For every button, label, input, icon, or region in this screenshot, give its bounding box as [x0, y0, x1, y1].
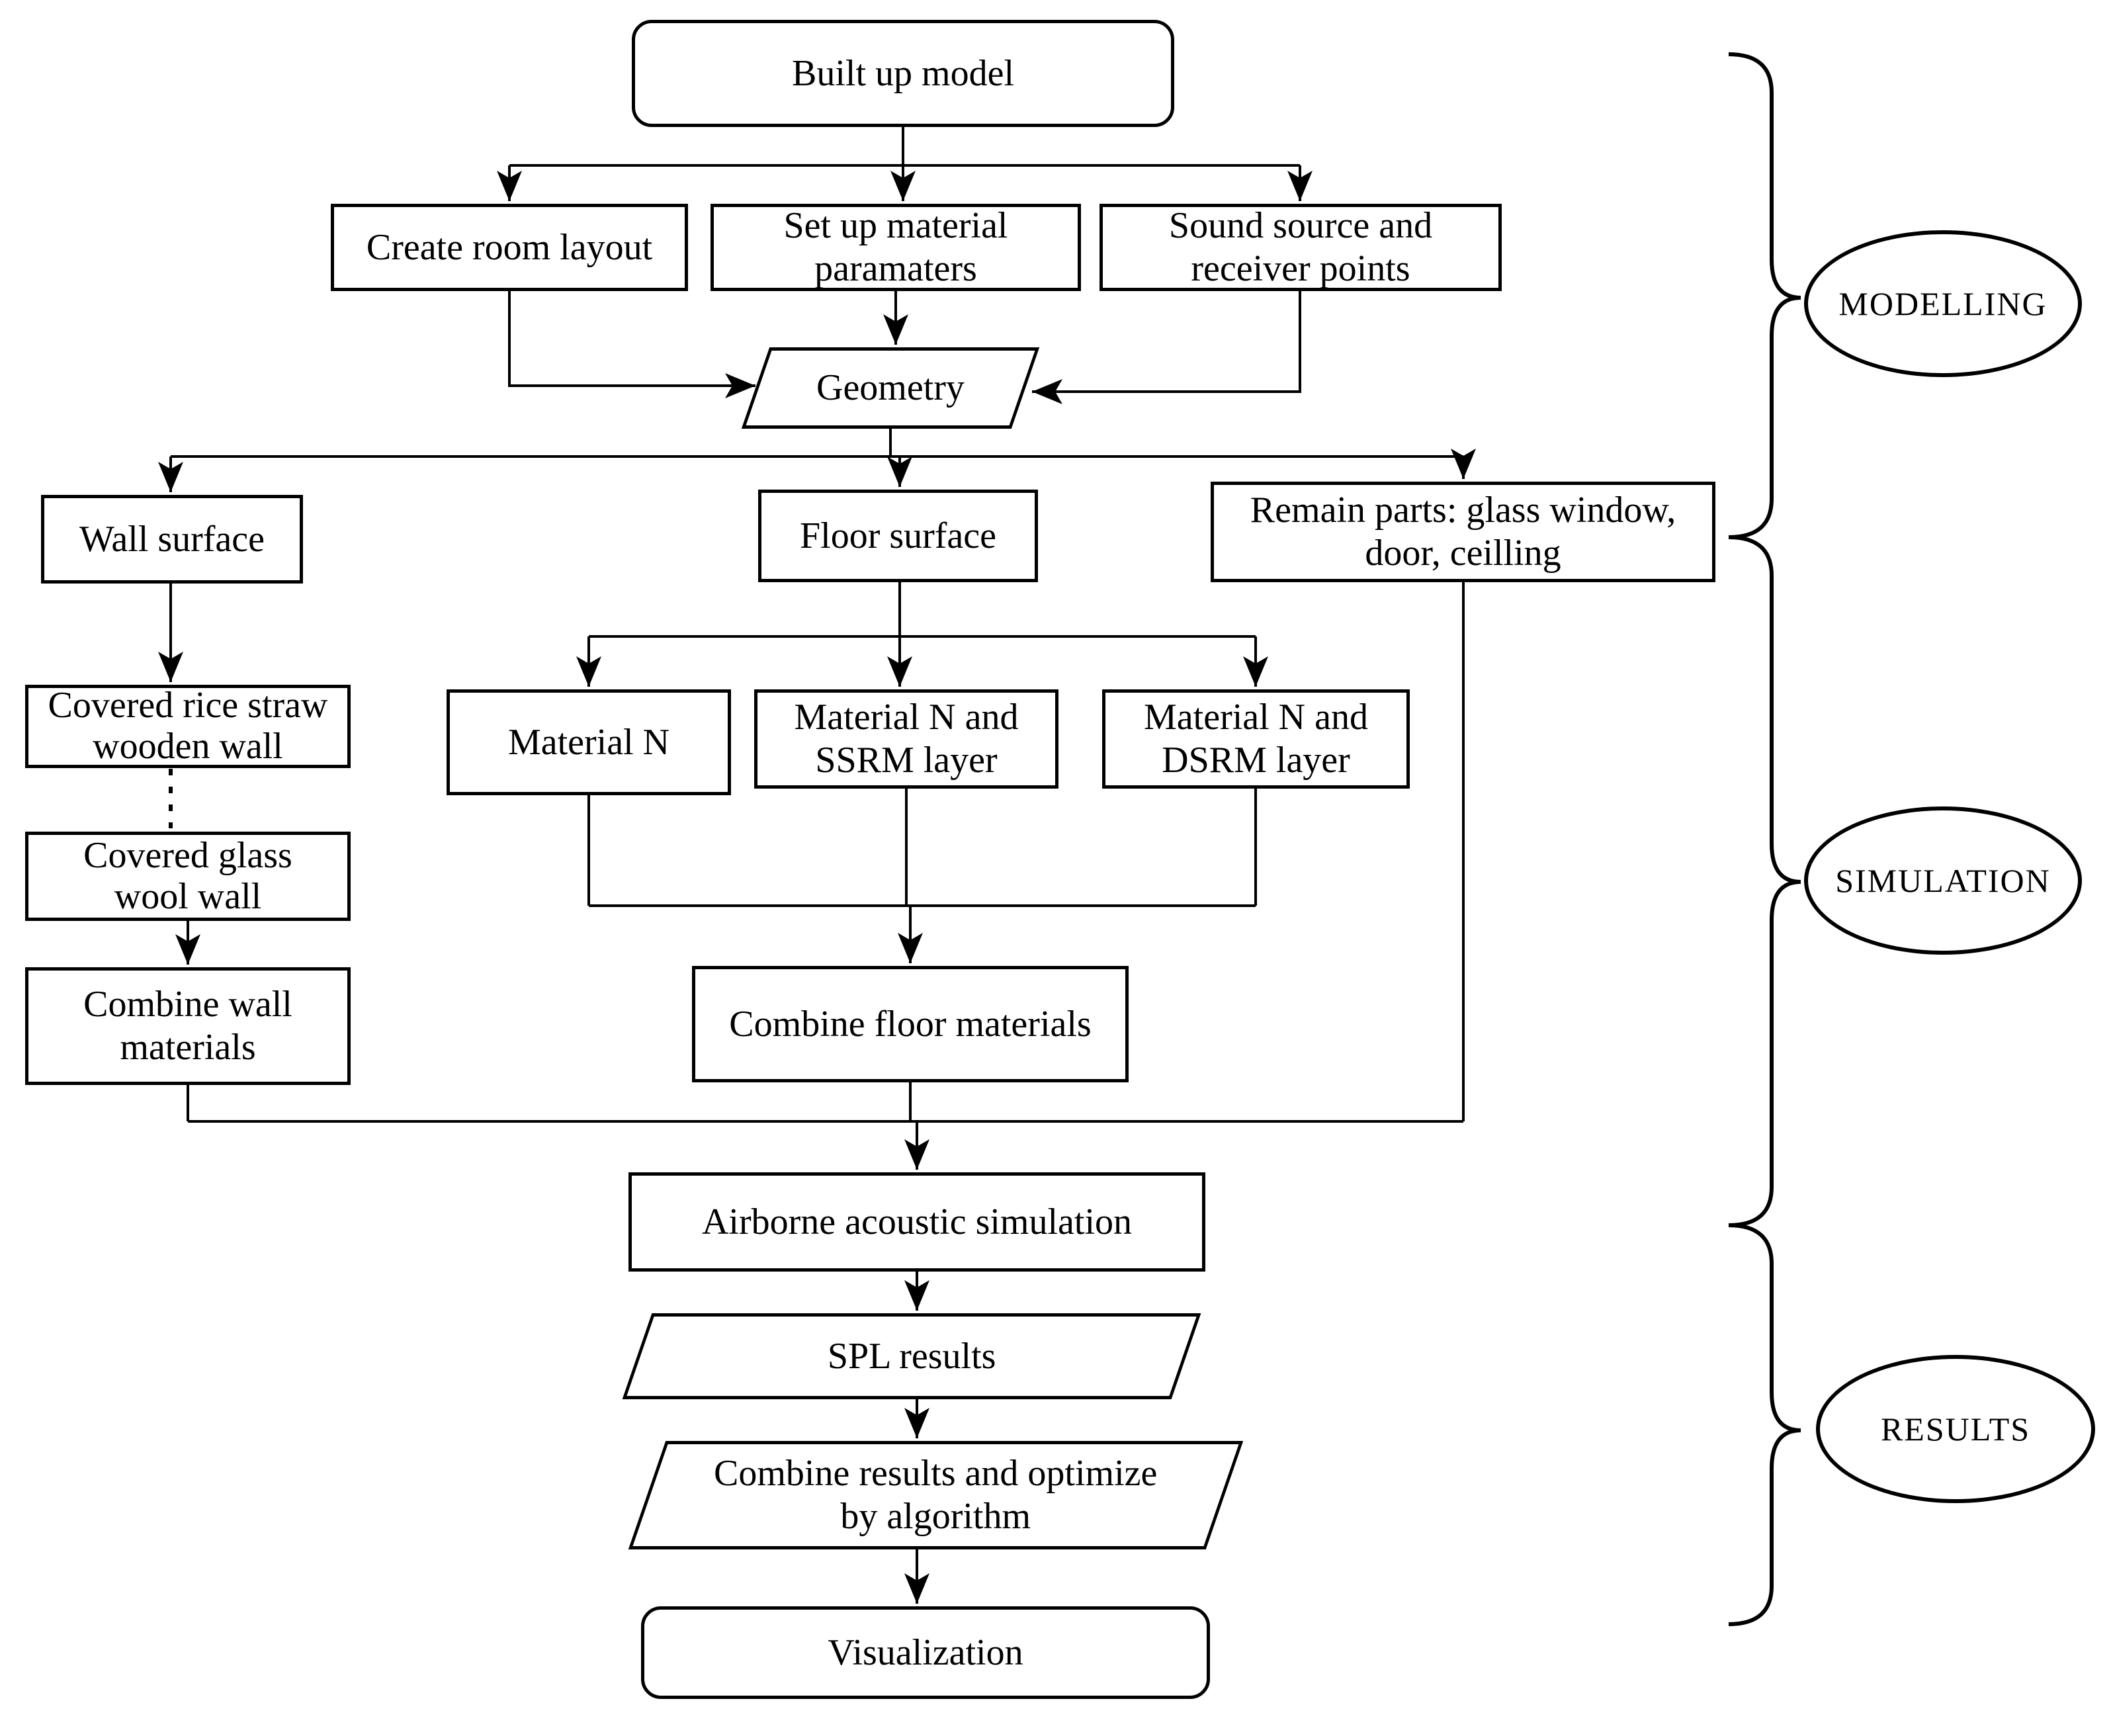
- node-set-up-material-parameters: Set up material paramaters: [711, 204, 1081, 291]
- node-visualization: Visualization: [641, 1606, 1210, 1699]
- node-create-room-layout: Create room layout: [331, 204, 688, 291]
- node-airborne-acoustic-simulation: Airborne acoustic simulation: [628, 1172, 1205, 1272]
- node-wall-surface: Wall surface: [41, 495, 303, 584]
- node-material-n-ssrm: Material N and SSRM layer: [754, 689, 1058, 789]
- node-spl-results-label: SPL results: [827, 1335, 996, 1377]
- simulation-brace: [1728, 535, 1801, 1227]
- node-material-n: Material N: [447, 689, 731, 795]
- modelling-brace: [1728, 52, 1801, 539]
- node-spl-results: SPL results: [622, 1313, 1201, 1399]
- node-remain-parts: Remain parts: glass window, door, ceilli…: [1211, 482, 1715, 582]
- node-built-up-model: Built up model: [632, 20, 1174, 127]
- node-material-n-dsrm: Material N and DSRM layer: [1102, 689, 1410, 789]
- node-covered-glass-wool-wall: Covered glass wool wall: [25, 832, 351, 921]
- node-geometry: Geometry: [741, 347, 1040, 429]
- stage-simulation: SIMULATION: [1804, 806, 2082, 955]
- node-combine-results-optimize-label: Combine results and optimize by algorith…: [714, 1453, 1158, 1537]
- node-geometry-label: Geometry: [816, 367, 965, 409]
- node-floor-surface: Floor surface: [758, 490, 1038, 582]
- node-combine-floor-materials: Combine floor materials: [692, 966, 1129, 1082]
- node-sound-source-receiver-points: Sound source and receiver points: [1100, 204, 1502, 291]
- results-brace: [1728, 1223, 1801, 1626]
- stage-braces: [1728, 52, 1801, 1626]
- stage-results: RESULTS: [1816, 1355, 2095, 1503]
- node-combine-wall-materials: Combine wall materials: [25, 967, 351, 1085]
- stage-modelling: MODELLING: [1804, 230, 2082, 377]
- node-combine-results-optimize: Combine results and optimize by algorith…: [628, 1441, 1244, 1549]
- node-covered-rice-straw-wall: Covered rice straw wooden wall: [25, 685, 351, 768]
